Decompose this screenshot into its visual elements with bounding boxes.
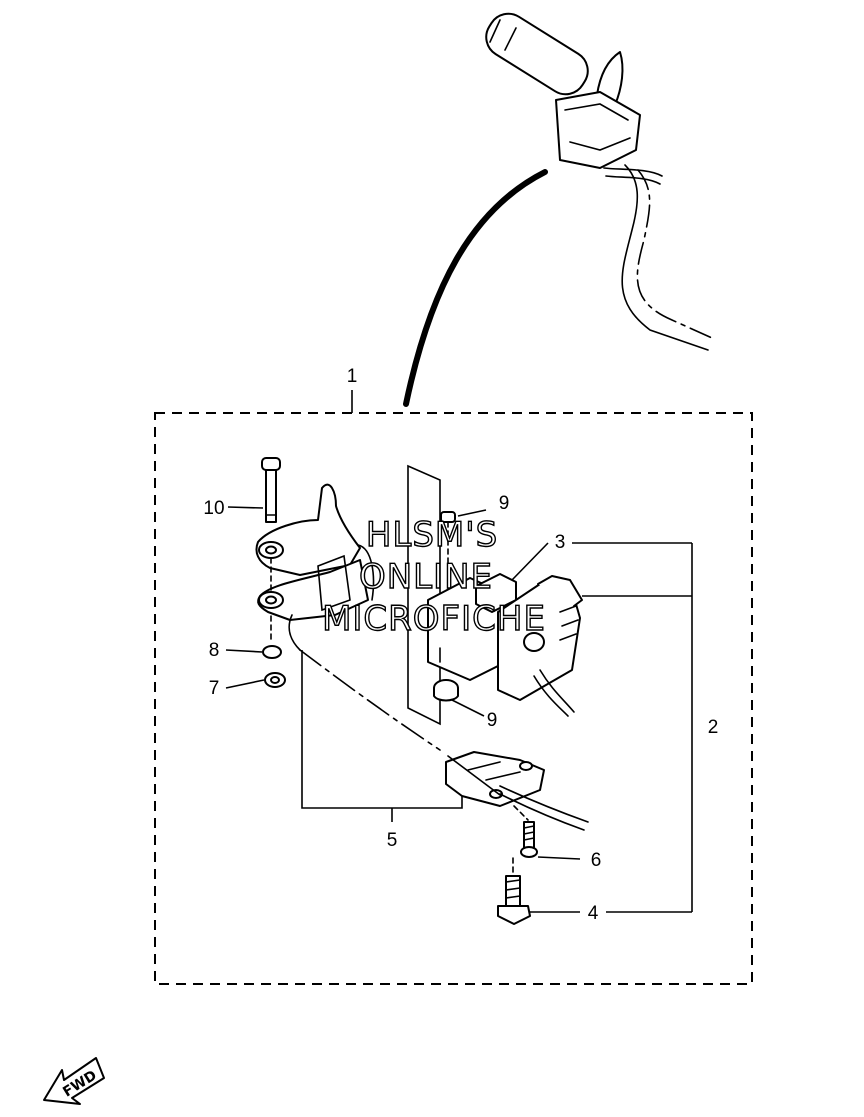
throttle-housing bbox=[555, 91, 641, 169]
callout-7-label: 7 bbox=[209, 678, 220, 699]
callout-10-label: 10 bbox=[203, 498, 224, 519]
callout-1: 1 bbox=[347, 366, 358, 413]
mounting-plane bbox=[407, 464, 441, 726]
handlebar-grip bbox=[485, 12, 589, 96]
switch-wire bbox=[539, 669, 575, 713]
part-10-pin: 10 bbox=[203, 457, 281, 523]
callout-6-label: 6 bbox=[591, 850, 602, 871]
callout-4-label: 4 bbox=[588, 903, 599, 924]
part-6-screw: 6 bbox=[513, 805, 602, 871]
watermark-line-1: HLSM'S bbox=[366, 515, 498, 555]
callout-3-label: 3 bbox=[555, 532, 566, 553]
callout-5-label: 5 bbox=[387, 830, 398, 851]
callout-8-label: 8 bbox=[209, 640, 220, 661]
lever-bracket bbox=[255, 483, 375, 621]
throttle-lever bbox=[596, 51, 624, 106]
fwd-arrow-icon: FWD bbox=[43, 1057, 105, 1105]
part-9-upper-screw: 9 bbox=[440, 493, 510, 571]
lever-arm bbox=[299, 649, 441, 751]
callout-9-lower-label: 9 bbox=[487, 710, 498, 731]
part-9-lower-screw: 9 bbox=[433, 679, 498, 731]
part-7-nut: 7 bbox=[209, 672, 286, 699]
callout-2-label: 2 bbox=[708, 717, 719, 738]
part-4-bolt: 4 bbox=[497, 857, 692, 925]
watermark: HLSM'S ONLINE MICROFICHE bbox=[321, 514, 546, 639]
part-5-lever-switch: 5 bbox=[301, 650, 589, 851]
handlebar-assembly bbox=[485, 12, 713, 351]
handlebar-tube bbox=[621, 164, 709, 351]
throttle-cable bbox=[403, 169, 548, 407]
part-8-washer: 8 bbox=[209, 615, 282, 661]
assembly-boundary bbox=[154, 412, 753, 985]
lever-switch-wire bbox=[499, 785, 589, 823]
callout-9-upper-label: 9 bbox=[499, 493, 510, 514]
watermark-line-3: MICROFICHE bbox=[322, 599, 546, 639]
watermark-line-2: ONLINE bbox=[359, 557, 493, 597]
part-3-switch: 3 bbox=[427, 532, 692, 717]
callout-2: 2 bbox=[582, 543, 718, 912]
callout-1-label: 1 bbox=[347, 366, 358, 387]
